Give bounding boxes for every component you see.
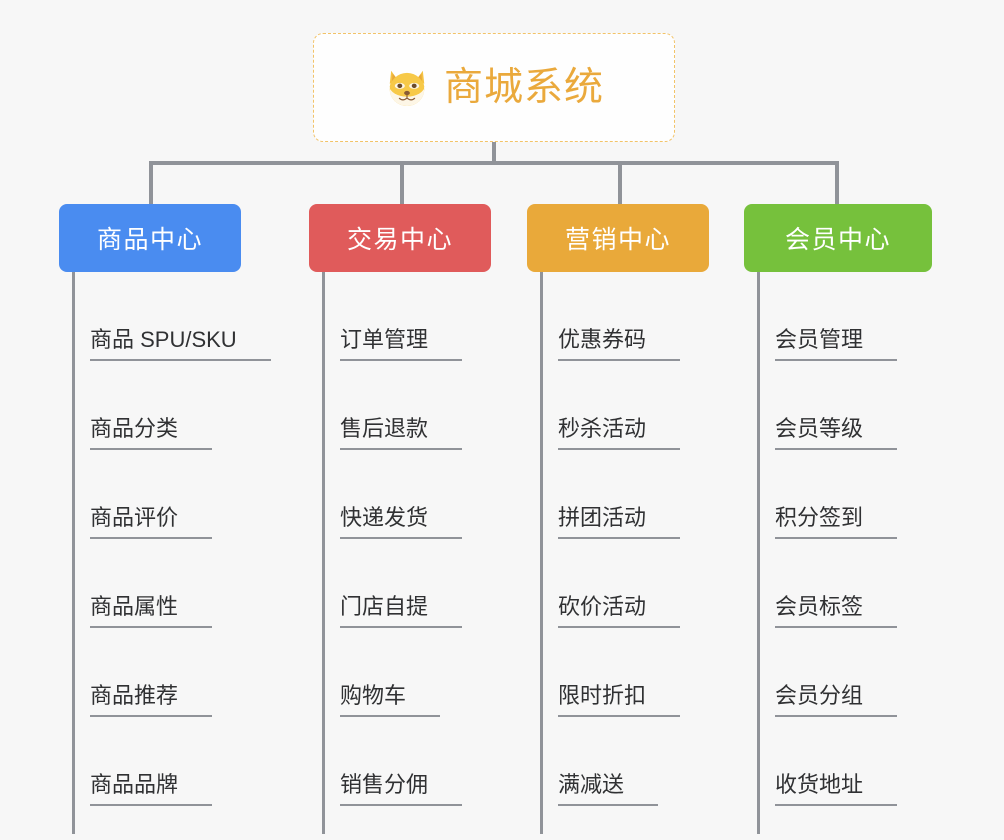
leaf-item[interactable]: 砍价活动 (527, 539, 769, 628)
connector-drop-3 (618, 161, 622, 206)
category-label-2: 交易中心 (346, 226, 453, 254)
leaf-list-2: 订单管理 售后退款 快递发货 门店自提 购物车 销售分佣 (309, 272, 551, 834)
leaf-item[interactable]: 优惠券码 (527, 272, 769, 361)
leaf-label: 商品品牌 (90, 772, 213, 806)
category-box-3[interactable]: 营销中心 (527, 204, 709, 272)
leaf-item[interactable]: 销售分佣 (309, 717, 551, 806)
leaf-list-4: 会员管理 会员等级 积分签到 会员标签 会员分组 收货地址 (744, 272, 986, 834)
leaf-list-3: 优惠券码 秒杀活动 拼团活动 砍价活动 限时折扣 满减送 (527, 272, 769, 834)
shiba-dog-face-icon (389, 70, 425, 106)
leaf-label: 限时折扣 (558, 683, 681, 717)
category-box-2[interactable]: 交易中心 (309, 204, 491, 272)
leaf-item[interactable]: 商品属性 (59, 539, 301, 628)
connector-horizontal-bus (149, 161, 839, 165)
branch-column-3: 营销中心 优惠券码 秒杀活动 拼团活动 砍价活动 限时折扣 满减送 (527, 204, 769, 834)
branch-column-1: 商品中心 商品 SPU/SKU 商品分类 商品评价 商品属性 商品推荐 商品品牌 (59, 204, 301, 834)
leaf-label: 拼团活动 (558, 505, 681, 539)
leaf-item[interactable]: 快递发货 (309, 450, 551, 539)
leaf-label: 商品属性 (90, 594, 213, 628)
leaf-label: 售后退款 (340, 416, 463, 450)
category-label-3: 营销中心 (564, 226, 671, 254)
leaf-label: 商品分类 (90, 416, 213, 450)
leaf-item[interactable]: 商品 SPU/SKU (59, 272, 301, 361)
leaf-spine-1 (72, 272, 75, 834)
leaf-item[interactable]: 售后退款 (309, 361, 551, 450)
leaf-label: 商品评价 (90, 505, 213, 539)
leaf-spine-4 (757, 272, 760, 834)
connector-root-stem (492, 142, 496, 164)
leaf-label: 会员标签 (775, 594, 898, 628)
leaf-label: 会员等级 (775, 416, 898, 450)
leaf-spine-2 (322, 272, 325, 834)
branch-column-2: 交易中心 订单管理 售后退款 快递发货 门店自提 购物车 销售分佣 (309, 204, 551, 834)
connector-drop-4 (835, 161, 839, 206)
category-box-1[interactable]: 商品中心 (59, 204, 241, 272)
leaf-label: 商品推荐 (90, 683, 213, 717)
leaf-item[interactable]: 商品品牌 (59, 717, 301, 806)
leaf-label: 快递发货 (340, 505, 463, 539)
leaf-item[interactable]: 会员标签 (744, 539, 986, 628)
category-box-4[interactable]: 会员中心 (744, 204, 932, 272)
leaf-item[interactable]: 门店自提 (309, 539, 551, 628)
leaf-item[interactable]: 满减送 (527, 717, 769, 806)
leaf-label: 优惠券码 (558, 327, 681, 361)
leaf-item[interactable]: 收货地址 (744, 717, 986, 806)
leaf-label: 会员分组 (775, 683, 898, 717)
leaf-label: 门店自提 (340, 594, 463, 628)
leaf-spine-3 (540, 272, 543, 834)
leaf-item[interactable]: 商品分类 (59, 361, 301, 450)
leaf-item[interactable]: 限时折扣 (527, 628, 769, 717)
leaf-label: 收货地址 (775, 772, 898, 806)
category-label-1: 商品中心 (96, 226, 203, 254)
leaf-item[interactable]: 购物车 (309, 628, 551, 717)
leaf-item[interactable]: 会员分组 (744, 628, 986, 717)
leaf-label: 销售分佣 (340, 772, 463, 806)
branch-column-4: 会员中心 会员管理 会员等级 积分签到 会员标签 会员分组 收货地址 (744, 204, 986, 834)
leaf-item[interactable]: 商品评价 (59, 450, 301, 539)
leaf-label: 商品 SPU/SKU (90, 327, 271, 361)
leaf-label: 满减送 (558, 772, 659, 806)
leaf-label: 购物车 (340, 683, 441, 717)
leaf-label: 会员管理 (775, 327, 898, 361)
leaf-label: 秒杀活动 (558, 416, 681, 450)
root-node-mall-system[interactable]: 商城系统 (313, 33, 675, 142)
leaf-item[interactable]: 订单管理 (309, 272, 551, 361)
connector-drop-1 (149, 161, 153, 206)
leaf-label: 积分签到 (775, 505, 898, 539)
leaf-item[interactable]: 积分签到 (744, 450, 986, 539)
leaf-label: 砍价活动 (558, 594, 681, 628)
leaf-item[interactable]: 秒杀活动 (527, 361, 769, 450)
leaf-item[interactable]: 会员管理 (744, 272, 986, 361)
leaf-item[interactable]: 拼团活动 (527, 450, 769, 539)
category-label-4: 会员中心 (784, 226, 891, 254)
root-node-title: 商城系统 (443, 66, 604, 109)
connector-drop-2 (400, 161, 404, 206)
leaf-item[interactable]: 商品推荐 (59, 628, 301, 717)
leaf-item[interactable]: 会员等级 (744, 361, 986, 450)
leaf-list-1: 商品 SPU/SKU 商品分类 商品评价 商品属性 商品推荐 商品品牌 (59, 272, 301, 834)
leaf-label: 订单管理 (340, 327, 463, 361)
